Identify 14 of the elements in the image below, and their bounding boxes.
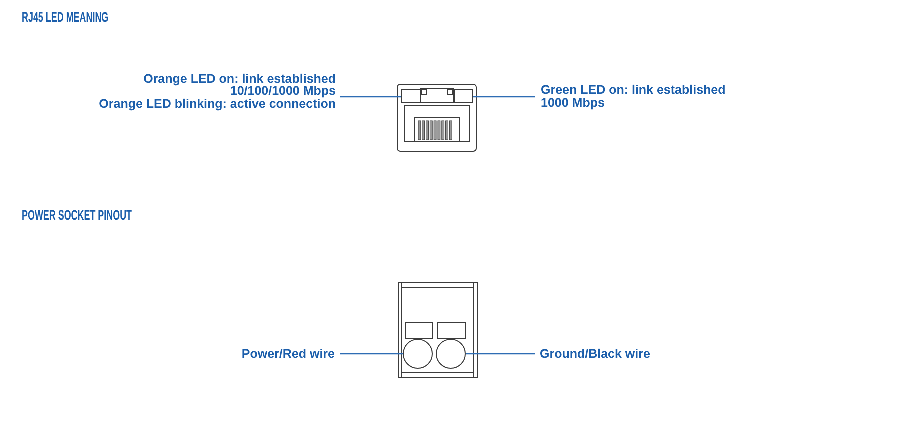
- callout-text: Power/Red wire: [242, 348, 335, 360]
- leader-line: [340, 353, 403, 355]
- section-heading: RJ45 LED MEANING: [22, 10, 109, 24]
- led-window: [401, 89, 421, 103]
- callout-text: Orange LED on: link established 10/100/1000 Mbps Orange LED blinking: active connection: [99, 72, 336, 110]
- callout-text: Green LED on: link established 1000 Mbps: [541, 84, 739, 109]
- terminal-hole: [436, 339, 466, 369]
- callout-text: Ground/Black wire: [540, 348, 650, 360]
- led-window: [454, 89, 473, 103]
- leader-line: [473, 96, 535, 98]
- leader-line: [466, 353, 535, 355]
- leader-line: [340, 96, 401, 98]
- section-heading: POWER SOCKET PINOUT: [22, 208, 132, 222]
- terminal-hole: [403, 339, 433, 369]
